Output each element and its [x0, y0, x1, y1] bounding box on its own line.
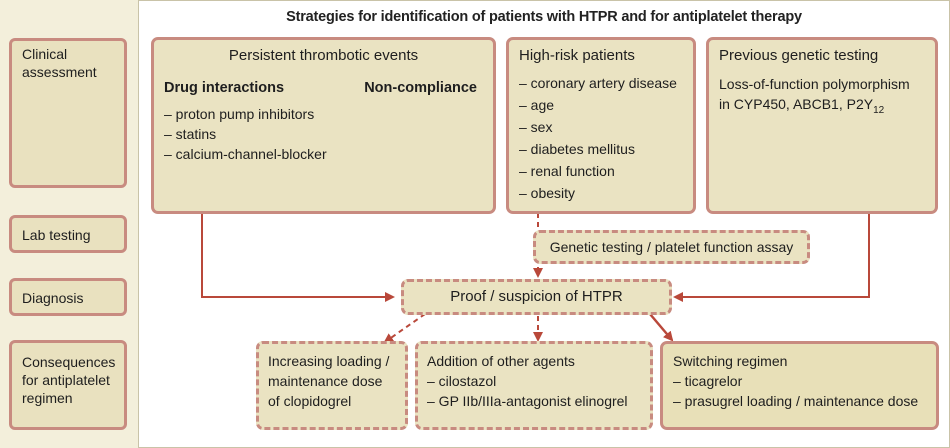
- switching-heading: Switching regimen: [673, 353, 788, 369]
- stage-diagnosis-label: Diagnosis: [22, 290, 84, 306]
- box-addition-agents: Addition of other agents – cilostazol – …: [415, 341, 653, 430]
- stage-clinical-line2: assessment: [22, 64, 97, 80]
- list-item: – diabetes mellitus: [519, 141, 635, 157]
- list-item: – renal function: [519, 163, 615, 179]
- list-item: – statins: [164, 126, 217, 142]
- list-item: – coronary artery disease: [519, 75, 677, 91]
- high-risk-heading: High-risk patients: [519, 47, 635, 64]
- arrow-thrombotic-to-proof: [201, 213, 395, 302]
- list-item: – obesity: [519, 185, 576, 201]
- list-item: – sex: [519, 119, 553, 135]
- box-increasing-loading: Increasing loading / maintenance dose of…: [256, 341, 408, 430]
- arrow-genetic-to-proof: [673, 213, 870, 302]
- list-item: – prasugrel loading / maintenance dose: [673, 393, 919, 409]
- stage-diagnosis: Diagnosis: [9, 278, 127, 316]
- genetic-heading: Previous genetic testing: [719, 47, 879, 64]
- lab-box-label: Genetic testing / platelet function assa…: [549, 239, 794, 255]
- genetic-line1: Loss-of-function polymorphism: [719, 76, 910, 92]
- addition-heading: Addition of other agents: [427, 353, 575, 369]
- list-item: – GP IIb/IIIa-antagonist elinogrel: [427, 393, 628, 409]
- stage-consequences-line3: regimen: [22, 390, 73, 406]
- box-previous-genetic-testing: Previous genetic testing Loss-of-functio…: [706, 37, 938, 214]
- arrow-proof-to-loading: [383, 313, 426, 344]
- stage-clinical-line1: Clinical: [22, 46, 68, 62]
- diagram-title: Strategies for identification of patient…: [286, 9, 802, 25]
- box-genetic-testing-assay: Genetic testing / platelet function assa…: [533, 230, 810, 264]
- stage-consequences-line2: for antiplatelet: [22, 372, 110, 388]
- thrombotic-heading: Persistent thrombotic events: [228, 47, 419, 64]
- non-compliance-label: Non-compliance: [364, 80, 477, 96]
- genetic-line2: in CYP450, ABCB1, P2Y12: [719, 94, 925, 121]
- loading-line3: of clopidogrel: [268, 393, 352, 409]
- genetic-line2-text: in CYP450, ABCB1, P2Y: [719, 96, 874, 112]
- loading-line1: Increasing loading /: [268, 353, 390, 369]
- arrow-proof-to-switching: [649, 313, 674, 342]
- box-switching-regimen: Switching regimen – ticagrelor – prasugr…: [660, 341, 939, 430]
- stage-clinical-assessment: Clinical assessment: [9, 38, 127, 188]
- stage-lab-testing: Lab testing: [9, 215, 127, 253]
- proof-label: Proof / suspicion of HTPR: [450, 288, 623, 305]
- list-item: – calcium-channel-blocker: [164, 146, 327, 162]
- genetic-subscript: 12: [873, 104, 885, 116]
- stage-consequences-line1: Consequences: [22, 354, 116, 370]
- stage-consequences: Consequences for antiplatelet regimen: [9, 340, 127, 430]
- list-item: – ticagrelor: [673, 373, 743, 389]
- loading-line2: maintenance dose: [268, 373, 383, 389]
- box-high-risk-patients: High-risk patients – coronary artery dis…: [506, 37, 696, 214]
- box-thrombotic-events: Persistent thrombotic events Drug intera…: [151, 37, 496, 214]
- list-item: – cilostazol: [427, 373, 497, 389]
- list-item: – age: [519, 97, 555, 113]
- stage-lab-label: Lab testing: [22, 227, 91, 243]
- drug-interactions-label: Drug interactions: [164, 80, 285, 96]
- box-proof-suspicion: Proof / suspicion of HTPR: [401, 279, 672, 315]
- list-item: – proton pump inhibitors: [164, 106, 315, 122]
